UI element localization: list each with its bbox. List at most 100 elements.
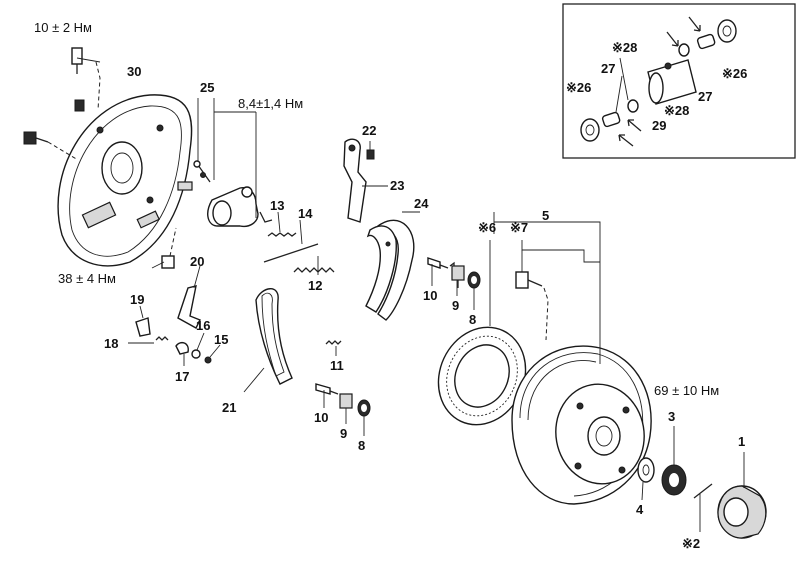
castle-nut-3-hole [669, 473, 679, 487]
hub-cap-1-face [723, 497, 749, 527]
brake-shoe-24 [365, 211, 420, 321]
inset-cup-right [678, 43, 690, 57]
label-17: 17 [175, 369, 189, 384]
inset-arrow-2 [688, 16, 701, 32]
cup-8-upper-hole [471, 276, 477, 284]
brake-drum [493, 212, 652, 505]
dash-stud [543, 287, 549, 341]
inset-frame [562, 3, 796, 159]
spring-9-lower-body [339, 393, 353, 409]
inset-cylinder-bore [648, 72, 664, 104]
spring-9-upper-body [451, 265, 465, 281]
inset-piston-left [601, 111, 621, 128]
label-16: 16 [196, 318, 210, 333]
inset-arrow-4 [618, 134, 634, 147]
sensor-ring-teeth [446, 335, 518, 417]
inset-cup-left [627, 99, 639, 113]
bleeder-nipple [200, 172, 206, 178]
leader-10nm [76, 57, 101, 63]
washer-4 [637, 457, 655, 483]
shoe-21-web [261, 292, 285, 377]
wheel-cylinder-bolt [259, 211, 273, 223]
spring-18 [155, 336, 169, 341]
inset-leader-27 [615, 75, 623, 113]
adjuster-lever-body [343, 138, 367, 223]
label-4: 4 [636, 502, 644, 517]
label-3: 3 [668, 409, 675, 424]
label-23: 23 [390, 178, 404, 193]
torque-8-4nm: 8,4±1,4 Нм [238, 96, 303, 111]
inset-boot-left-inner [585, 124, 595, 136]
wheel-stud [515, 250, 549, 341]
label-9-upper: 9 [452, 298, 459, 313]
inset-arrow-1 [666, 31, 679, 47]
dash-bolt-top [95, 61, 101, 111]
label-8-lower: 8 [358, 438, 365, 453]
leader-15 [209, 344, 221, 358]
stud-head [515, 271, 529, 289]
inset-label-28b: ※28 [664, 103, 689, 118]
pin-22 [366, 149, 375, 160]
backing-plate [57, 94, 193, 267]
wheel-cylinder-inset: ※28 27 ※26 ※26 27 ※28 29 [562, 3, 796, 159]
wheel-cylinder-bore [212, 200, 232, 226]
drum-ring-2 [527, 360, 597, 421]
backing-plate-bolts [23, 47, 177, 269]
label-13: 13 [270, 198, 284, 213]
dash-nut-lower [169, 227, 177, 257]
label-22: 22 [362, 123, 376, 138]
backing-plate-adjuster [81, 201, 117, 229]
brake-shoe-21 [243, 288, 293, 393]
leader-13 [277, 211, 281, 233]
spring-12 [293, 267, 335, 273]
shoe-24-lining [377, 219, 415, 321]
shoe-21-lining [255, 288, 293, 385]
bolt-top [71, 47, 83, 65]
torque-38nm: 38 ± 4 Нм [58, 271, 116, 286]
label-2: ※2 [682, 536, 700, 551]
inset-leader-28 [619, 57, 629, 101]
stud-shank [527, 279, 543, 287]
label-30: 30 [127, 64, 141, 79]
label-21: 21 [222, 400, 236, 415]
pin-10-upper-head [427, 257, 441, 269]
inset-label-27b: 27 [698, 89, 712, 104]
washer-4-hole [642, 464, 650, 476]
shoe-24-hole [385, 241, 391, 247]
upper-springs [263, 211, 335, 275]
label-15: 15 [214, 332, 228, 347]
label-8-upper: 8 [469, 312, 476, 327]
spring-11 [325, 340, 342, 345]
hold-down-parts [315, 257, 481, 436]
leader-4 [641, 481, 644, 501]
cup-8-lower-hole [361, 404, 367, 412]
inset-arrow-3 [627, 119, 642, 132]
label-24: 24 [414, 196, 429, 211]
backing-plate-hole-2 [146, 196, 154, 204]
leader-5 [493, 212, 601, 364]
backing-plate-hole-1 [96, 126, 104, 134]
drum-stud-hole-1 [576, 402, 584, 410]
inset-boot-right [717, 19, 737, 43]
label-5: 5 [542, 208, 549, 223]
backing-plate-hub-hole [110, 152, 134, 184]
label-7: ※7 [510, 220, 528, 235]
dash-bolt-left [47, 141, 79, 161]
label-25: 25 [200, 80, 214, 95]
label-6: ※6 [478, 220, 496, 235]
label-18: 18 [104, 336, 118, 351]
adjuster-lever-hole [348, 144, 356, 152]
leader-20 [193, 265, 201, 289]
pin-10-lower-shank [329, 390, 339, 395]
label-12: 12 [308, 278, 322, 293]
leader-5-b [521, 240, 600, 263]
leader-21 [243, 367, 265, 393]
bolt-left-head [23, 131, 37, 145]
wheel-cylinder-port [241, 186, 253, 198]
drum-stud-hole-2 [622, 406, 630, 414]
inset-label-26a: ※26 [566, 80, 591, 95]
label-10-lower: 10 [314, 410, 328, 425]
label-1: 1 [738, 434, 745, 449]
